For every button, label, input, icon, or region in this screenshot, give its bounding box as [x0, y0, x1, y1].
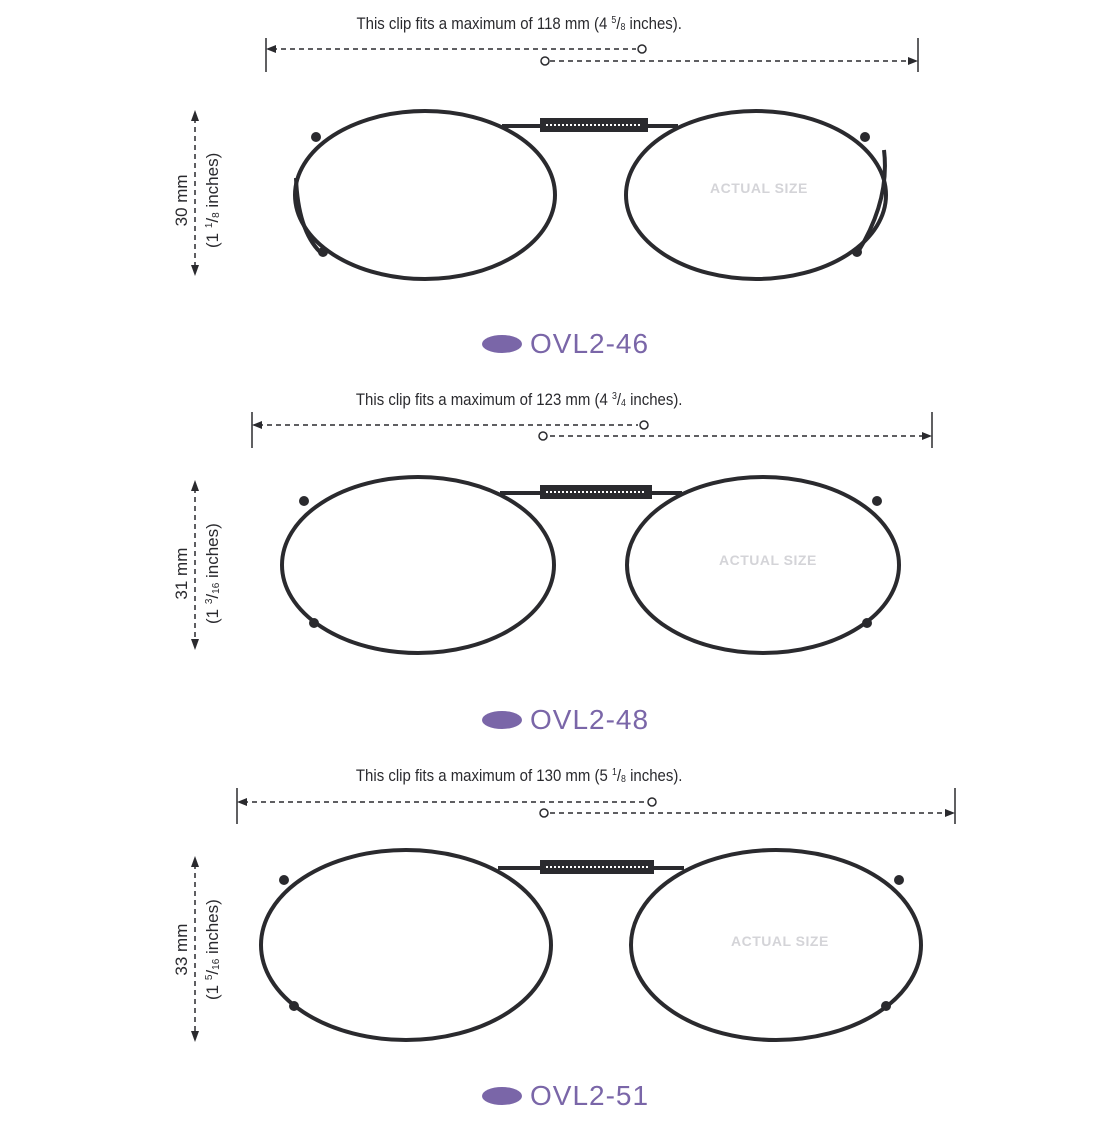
left-top-pad: [311, 132, 321, 142]
max-width-text: This clip fits a maximum of 118 mm (4 5/…: [356, 14, 682, 33]
height-label: 33 mm (1 5/16 inches): [168, 899, 231, 1000]
arrow-up-icon: [191, 110, 199, 121]
slider-knob-bottom: [539, 808, 549, 818]
clip-panel-ovl2-48: This clip fits a maximum of 123 mm (4 3/…: [0, 376, 1120, 750]
right-lens: [624, 109, 888, 281]
arrow-down-icon: [191, 1031, 199, 1042]
arrow-down-icon: [191, 639, 199, 650]
arrow-down-icon: [191, 265, 199, 276]
slider-knob-top: [639, 420, 649, 430]
left-top-pad: [279, 875, 289, 885]
model-color-swatch: [482, 711, 522, 729]
arrow-right-icon: [945, 809, 955, 817]
actual-size-label: ACTUAL SIZE: [731, 933, 829, 949]
model-color-swatch: [482, 1087, 522, 1105]
model-badge: OVL2-46: [482, 326, 649, 362]
height-inches: (1 5/16 inches): [203, 899, 222, 1000]
right-lens-inner-edge: [856, 149, 887, 254]
right-bottom-pad: [852, 247, 862, 257]
height-mm: 31 mm: [172, 547, 191, 600]
right-lens: [629, 848, 923, 1042]
slider-knob-bottom: [540, 56, 550, 66]
height-label: 31 mm (1 3/16 inches): [168, 523, 231, 624]
clip-diagram: [191, 38, 919, 281]
height-mm: 30 mm: [172, 174, 191, 227]
arrow-right-icon: [908, 57, 918, 65]
clip-panel-ovl2-46: This clip fits a maximum of 118 mm (4 5/…: [0, 0, 1120, 374]
clip-diagram: [191, 788, 956, 1042]
arrow-up-icon: [191, 480, 199, 491]
left-top-pad: [299, 496, 309, 506]
height-label: 30 mm (1 1/8 inches): [168, 153, 231, 248]
bridge-spring: [502, 118, 678, 132]
slider-knob-bottom: [538, 431, 548, 441]
bridge-spring: [500, 485, 682, 499]
max-width-text: This clip fits a maximum of 123 mm (4 3/…: [355, 390, 683, 409]
left-lens: [259, 848, 553, 1042]
right-bottom-pad: [862, 618, 872, 628]
left-bottom-pad: [309, 618, 319, 628]
clip-panel-ovl2-51: This clip fits a maximum of 130 mm (5 1/…: [0, 752, 1120, 1126]
arrow-right-icon: [922, 432, 932, 440]
model-badge: OVL2-51: [482, 1078, 649, 1114]
bridge-spring: [498, 860, 684, 874]
slider-knob-top: [647, 797, 657, 807]
model-color-swatch: [482, 335, 522, 353]
right-lens: [625, 475, 901, 655]
left-bottom-pad: [318, 247, 328, 257]
model-badge: OVL2-48: [482, 702, 649, 738]
slider-knob-top: [637, 44, 647, 54]
actual-size-label: ACTUAL SIZE: [719, 552, 817, 568]
model-name: OVL2-48: [530, 704, 650, 735]
right-top-pad: [872, 496, 882, 506]
model-name: OVL2-51: [530, 1080, 650, 1111]
left-lens: [280, 475, 556, 655]
arrow-left-icon: [237, 798, 247, 806]
right-top-pad: [860, 132, 870, 142]
model-name: OVL2-46: [530, 328, 650, 359]
clip-diagram: [191, 412, 933, 655]
height-inches: (1 3/16 inches): [203, 523, 222, 624]
actual-size-label: ACTUAL SIZE: [710, 180, 808, 196]
left-lens-inner-edge: [294, 177, 322, 254]
max-width-text: This clip fits a maximum of 130 mm (5 1/…: [355, 766, 683, 785]
right-bottom-pad: [881, 1001, 891, 1011]
height-mm: 33 mm: [172, 923, 191, 976]
right-top-pad: [894, 875, 904, 885]
arrow-left-icon: [266, 45, 276, 53]
arrow-left-icon: [252, 421, 262, 429]
height-inches: (1 1/8 inches): [203, 152, 222, 248]
arrow-up-icon: [191, 856, 199, 867]
left-lens: [293, 109, 557, 281]
left-bottom-pad: [289, 1001, 299, 1011]
